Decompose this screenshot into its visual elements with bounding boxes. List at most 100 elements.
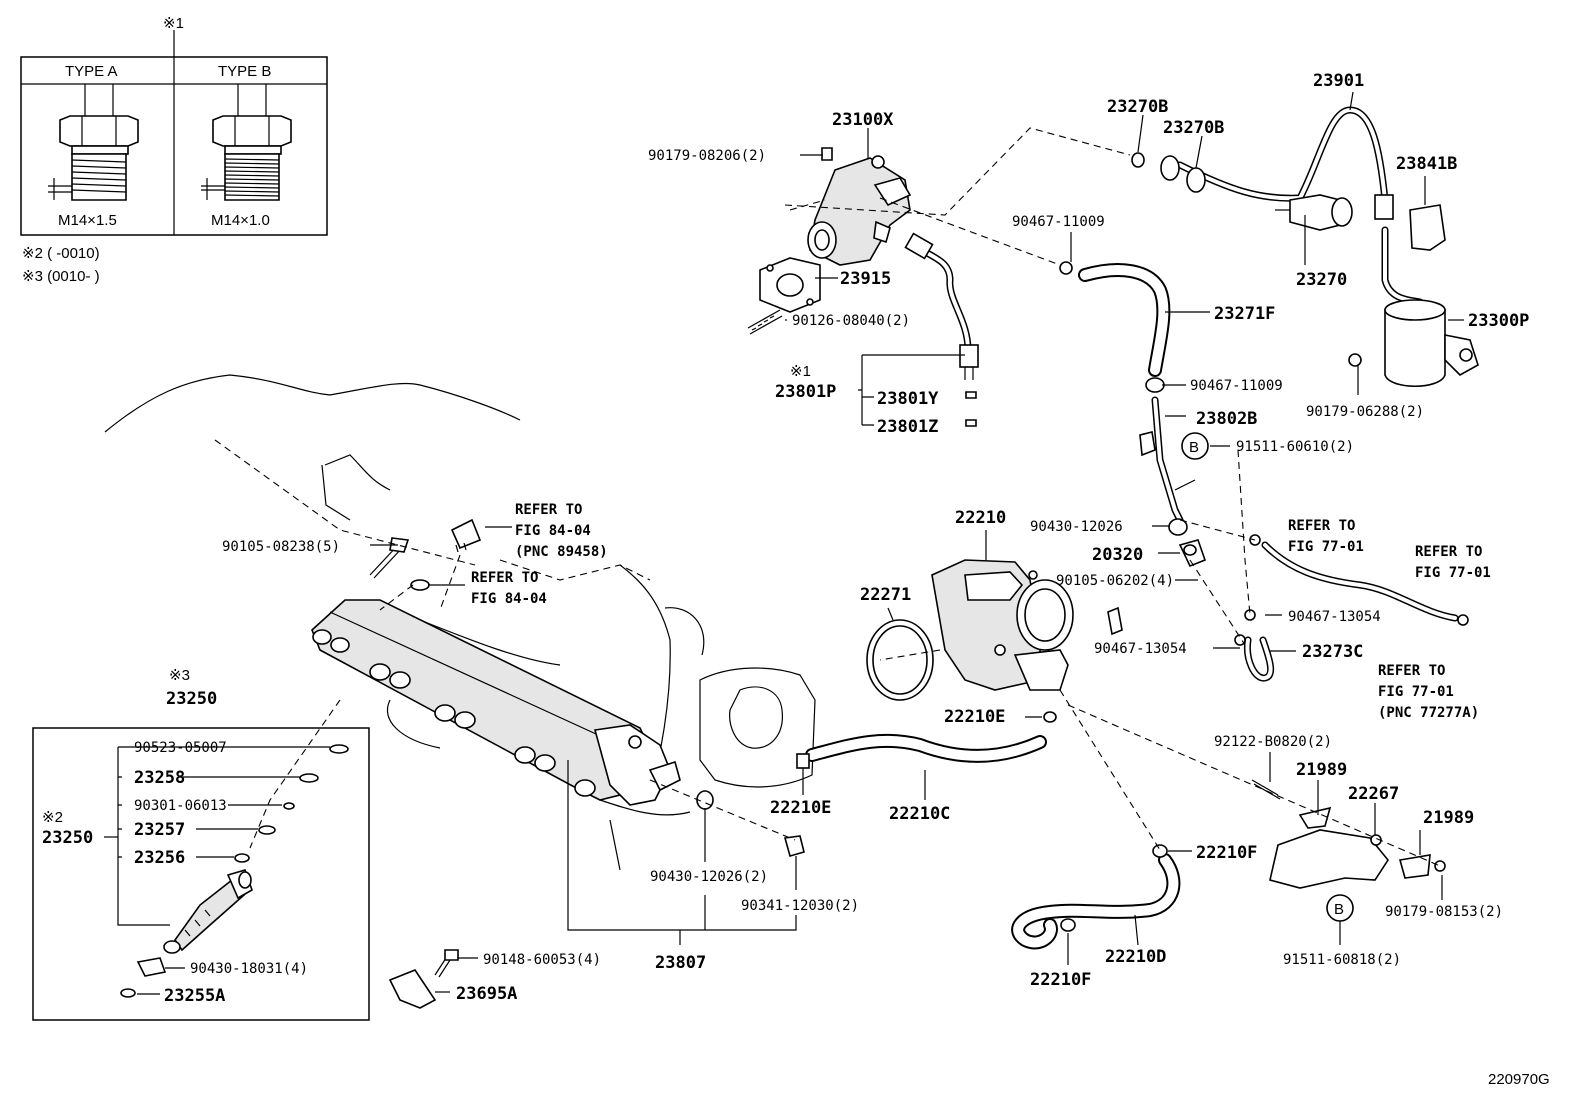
leader-lines bbox=[104, 91, 1464, 995]
thread-a-size: M14×1.5 bbox=[58, 212, 117, 229]
label-23270b-a: 23270B bbox=[1107, 97, 1168, 117]
type-a-header: TYPE A bbox=[65, 63, 118, 80]
label-23807: 23807 bbox=[655, 953, 706, 973]
marker-b-1-label: B bbox=[1189, 439, 1199, 456]
label-mark-3: ※3 bbox=[169, 667, 190, 684]
refer-77-01-a: REFER TO FIG 77-01 bbox=[1288, 518, 1364, 555]
label-23695a: 23695A bbox=[456, 984, 517, 1004]
refer-77-01-c-line3: (PNC 77277A) bbox=[1378, 705, 1479, 721]
label-23801z: 23801Z bbox=[877, 417, 938, 437]
label-23901: 23901 bbox=[1313, 71, 1364, 91]
label-90467-11009-a: 90467-11009 bbox=[1012, 214, 1105, 230]
label-23271f: 23271F bbox=[1214, 304, 1275, 324]
refer-77-01-a-line2: FIG 77-01 bbox=[1288, 539, 1364, 555]
label-22210c: 22210C bbox=[889, 804, 950, 824]
injector-23250 bbox=[163, 869, 253, 954]
label-22267: 22267 bbox=[1348, 784, 1399, 804]
label-90467-13054-a: 90467-13054 bbox=[1288, 609, 1381, 625]
bracket-22267 bbox=[1251, 779, 1446, 889]
refer-77-01-c-line2: FIG 77-01 bbox=[1378, 684, 1454, 700]
label-23841b: 23841B bbox=[1396, 154, 1457, 174]
hose-22210c bbox=[796, 733, 1047, 769]
refer-84-04-a-line1: REFER TO bbox=[515, 502, 582, 518]
label-90467-11009-b: 90467-11009 bbox=[1190, 378, 1283, 394]
label-91511-60818: 91511-60818(2) bbox=[1283, 952, 1401, 968]
rail-small-parts bbox=[369, 518, 805, 1009]
label-23802b: 23802B bbox=[1196, 409, 1257, 429]
label-90126-08040: 90126-08040(2) bbox=[792, 313, 910, 329]
marker-b-2: B bbox=[1326, 894, 1354, 922]
throttle-body-22210 bbox=[866, 539, 1207, 723]
refer-77-01-b: REFER TO FIG 77-01 bbox=[1415, 544, 1491, 581]
label-90523-05007: 90523-05007 bbox=[134, 740, 227, 756]
label-23270: 23270 bbox=[1296, 270, 1347, 290]
label-21989-a: 21989 bbox=[1296, 760, 1347, 780]
refer-77-01-a-line1: REFER TO bbox=[1288, 518, 1355, 534]
table-ref-mark: ※1 bbox=[163, 15, 184, 32]
refer-84-04-b-line1: REFER TO bbox=[471, 570, 538, 586]
label-90430-18031: 90430-18031(4) bbox=[190, 961, 308, 977]
label-22210: 22210 bbox=[955, 508, 1006, 528]
label-23100x: 23100X bbox=[832, 110, 894, 130]
refer-77-01-b-line2: FIG 77-01 bbox=[1415, 565, 1491, 581]
refer-84-04-b-line2: FIG 84-04 bbox=[471, 591, 547, 607]
label-22271: 22271 bbox=[860, 585, 911, 605]
label-90105-08238: 90105-08238(5) bbox=[222, 539, 340, 555]
injector-assembly-box bbox=[32, 727, 370, 1021]
label-23257: 23257 bbox=[134, 820, 185, 840]
refer-84-04-b: REFER TO FIG 84-04 bbox=[471, 570, 547, 607]
label-92122-b0820: 92122-B0820(2) bbox=[1214, 734, 1332, 750]
refer-84-04-a-line3: (PNC 89458) bbox=[515, 544, 608, 560]
label-23256: 23256 bbox=[134, 848, 185, 868]
fuel-delivery-pipe bbox=[311, 599, 681, 806]
label-23270b-b: 23270B bbox=[1163, 118, 1224, 138]
label-90430-12026-a: 90430-12026 bbox=[1030, 519, 1123, 535]
label-21989-b: 21989 bbox=[1423, 808, 1474, 828]
label-90179-06288: 90179-06288(2) bbox=[1306, 404, 1424, 420]
refer-77-01-c-line1: REFER TO bbox=[1378, 663, 1445, 679]
marker-b-1: B bbox=[1181, 432, 1209, 460]
label-23250-b: 23250 bbox=[42, 828, 93, 848]
label-22210f-a: 22210F bbox=[1196, 843, 1257, 863]
refer-77-01-b-line1: REFER TO bbox=[1415, 544, 1482, 560]
label-22210e-a: 22210E bbox=[944, 707, 1005, 727]
label-90179-08206: 90179-08206(2) bbox=[648, 148, 766, 164]
label-23300p: 23300P bbox=[1468, 311, 1529, 331]
note-2: ※2 ( -0010) bbox=[22, 245, 100, 262]
label-90430-12026-b: 90430-12026(2) bbox=[650, 869, 768, 885]
label-90467-13054-b: 90467-13054 bbox=[1094, 641, 1187, 657]
label-22210d: 22210D bbox=[1105, 947, 1166, 967]
hose-23901 bbox=[1131, 106, 1389, 204]
pressure-regulator-23270 bbox=[1275, 194, 1446, 251]
figure-code: 220970G bbox=[1488, 1071, 1550, 1088]
label-91511-60610: 91511-60610(2) bbox=[1236, 439, 1354, 455]
label-22210e-b: 22210E bbox=[770, 798, 831, 818]
marker-b-2-label: B bbox=[1334, 901, 1344, 918]
hose-22210d bbox=[1011, 844, 1181, 950]
label-mark-2: ※2 bbox=[42, 809, 63, 826]
refer-84-04-a-line2: FIG 84-04 bbox=[515, 523, 591, 539]
label-23250-a: 23250 bbox=[166, 689, 217, 709]
label-23801p: 23801P bbox=[775, 382, 836, 402]
type-b-header: TYPE B bbox=[218, 63, 271, 80]
label-23258: 23258 bbox=[134, 768, 185, 788]
label-90179-08153: 90179-08153(2) bbox=[1385, 904, 1503, 920]
label-mark-1: ※1 bbox=[790, 363, 811, 380]
thread-b-size: M14×1.0 bbox=[211, 212, 270, 229]
label-22210f-b: 22210F bbox=[1030, 970, 1091, 990]
fuel-pipe-23801p bbox=[904, 232, 979, 427]
fuel-pump-assembly bbox=[747, 147, 912, 335]
label-90341-12030: 90341-12030(2) bbox=[741, 898, 859, 914]
label-20320: 20320 bbox=[1092, 545, 1143, 565]
label-90148-60053: 90148-60053(4) bbox=[483, 952, 601, 968]
hose-23271f bbox=[1059, 261, 1171, 393]
refer-84-04-a: REFER TO FIG 84-04 (PNC 89458) bbox=[515, 502, 608, 560]
pipe-23802b bbox=[1139, 396, 1469, 626]
label-23255a: 23255A bbox=[164, 986, 225, 1006]
hose-23273c bbox=[1234, 609, 1275, 682]
note-3: ※3 (0010- ) bbox=[22, 268, 100, 285]
label-90105-06202: 90105-06202(4) bbox=[1056, 573, 1174, 589]
engine-outline bbox=[104, 374, 816, 871]
label-23801y: 23801Y bbox=[877, 389, 939, 409]
